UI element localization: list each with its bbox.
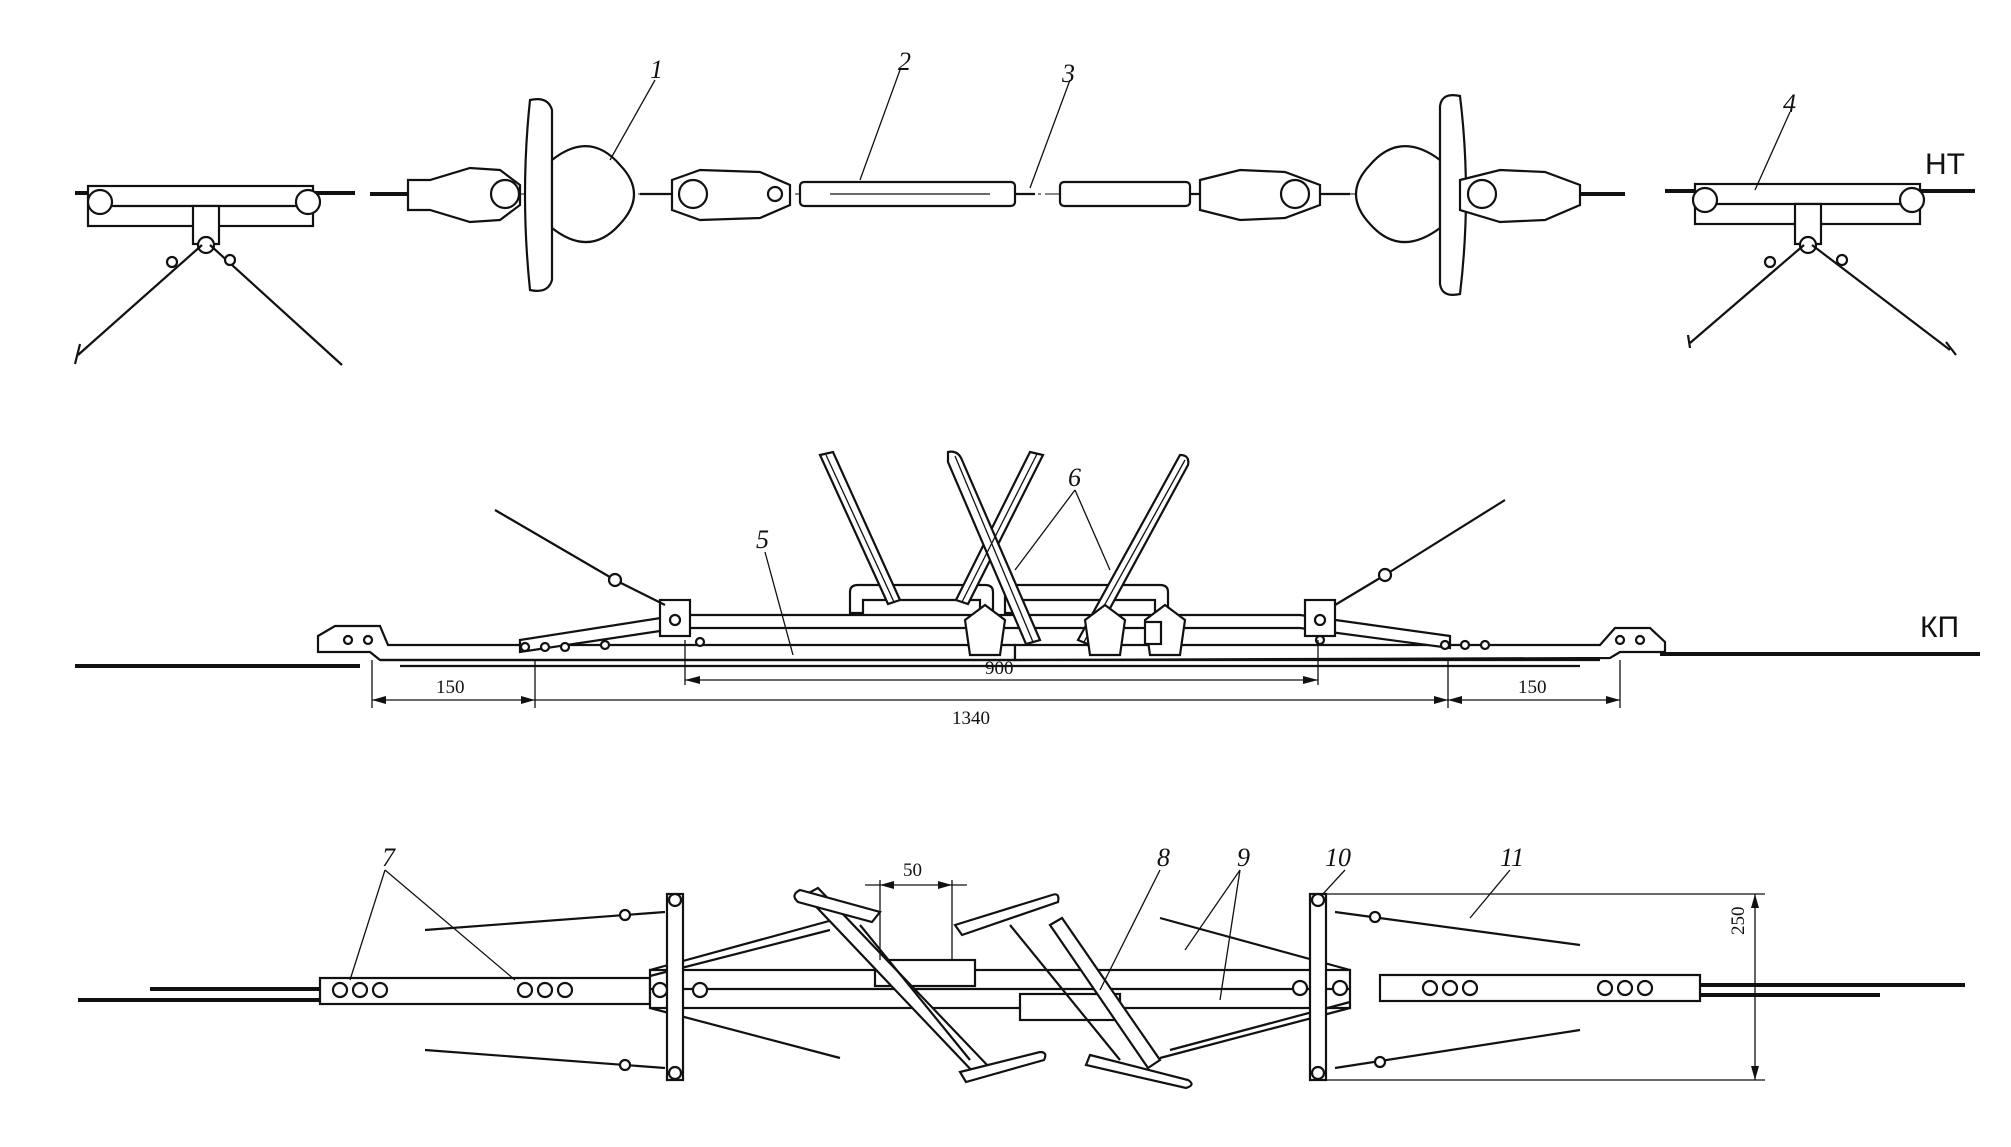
dim-50: 50 <box>903 860 922 881</box>
dim-250: 250 <box>1728 907 1749 936</box>
label-9: 9 <box>1237 843 1250 872</box>
label-8: 8 <box>1157 843 1170 872</box>
label-nt: НТ <box>1925 148 1965 181</box>
label-5: 5 <box>756 525 769 554</box>
label-4: 4 <box>1783 89 1796 118</box>
left-messenger-clamp <box>73 184 355 366</box>
label-3: 3 <box>1061 59 1075 88</box>
label-kp: КП <box>1920 611 1959 644</box>
label-7: 7 <box>382 843 396 872</box>
insulator-chain <box>370 94 1625 296</box>
contact-wire-side-view: 150 900 150 1340 5 6 КП <box>75 450 1980 729</box>
plan-view: 50 250 7 8 9 10 11 <box>78 843 1965 1090</box>
messenger-wire-assembly: 1 2 3 4 НТ <box>73 47 1975 366</box>
bolt-group-right <box>1291 979 1654 997</box>
label-11: 11 <box>1500 843 1524 872</box>
label-6: 6 <box>1068 463 1081 492</box>
label-10: 10 <box>1325 843 1351 872</box>
dim-150-left: 150 <box>436 677 465 698</box>
dim-150-right: 150 <box>1518 677 1547 698</box>
dim-1340: 1340 <box>952 708 990 729</box>
bolt-group-left <box>331 981 709 999</box>
label-1: 1 <box>650 55 663 84</box>
right-messenger-clamp <box>1665 182 1975 356</box>
dim-900: 900 <box>985 658 1014 679</box>
label-2: 2 <box>898 47 911 76</box>
